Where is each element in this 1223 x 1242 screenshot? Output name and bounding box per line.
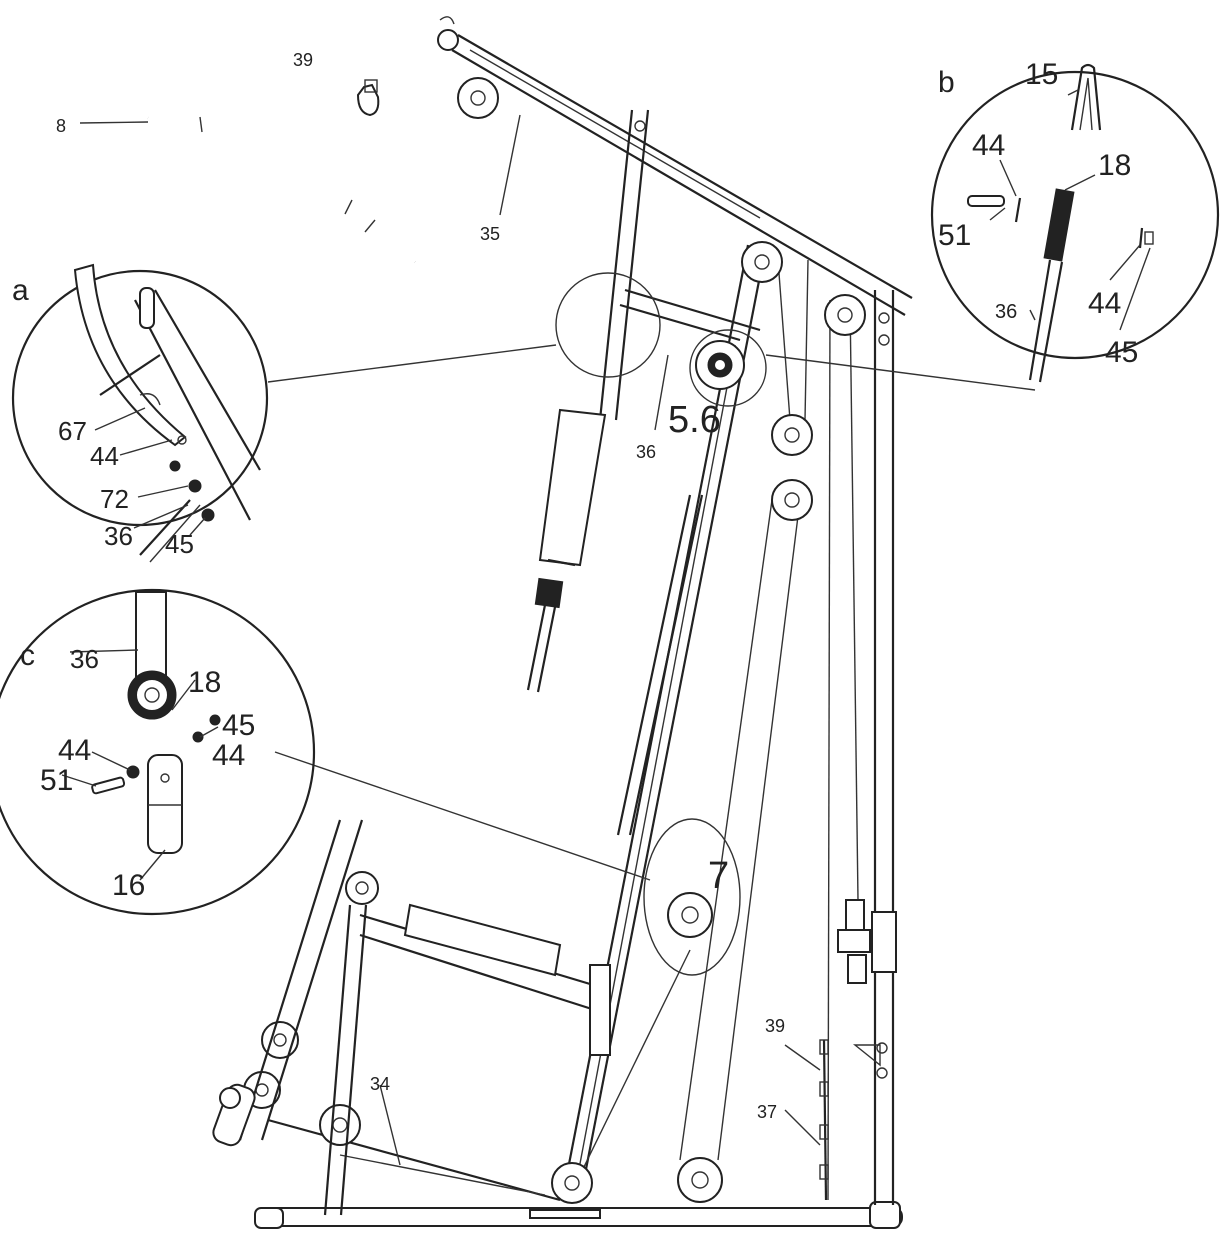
leg-frame — [212, 819, 611, 1216]
label-pulley-7: 7 — [708, 855, 729, 897]
top-boom — [437, 16, 913, 316]
clip-top — [356, 79, 380, 117]
detail-a-label-45: 45 — [165, 529, 194, 559]
pulleys — [243, 77, 866, 1204]
detail-c: c 36 18 45 44 44 51 16 — [0, 588, 316, 916]
pulley-right-top — [824, 294, 866, 336]
pulley-mid-2 — [771, 479, 813, 521]
detail-b: b 15 44 18 51 36 44 45 — [930, 58, 1220, 383]
label-cable-36: 36 — [636, 442, 656, 462]
detail-b-letter: b — [938, 66, 955, 99]
detail-c-label-16: 16 — [112, 869, 145, 902]
column-bracket — [837, 899, 871, 984]
label-cable-34: 34 — [370, 1074, 390, 1094]
detail-b-label-45: 45 — [1105, 336, 1138, 369]
label-clip-39: 39 — [765, 1016, 785, 1036]
detail-b-label-51: 51 — [938, 219, 971, 252]
main-labels: 8 39 35 36 5.6 7 34 39 37 — [56, 50, 785, 1122]
detail-a-label-44: 44 — [90, 441, 119, 471]
pulley-boom — [741, 241, 783, 283]
chain — [819, 1039, 829, 1201]
detail-a: a 67 44 72 36 45 — [11, 263, 269, 563]
pulley-bottom-left — [319, 1104, 361, 1146]
detail-c-letter: c — [20, 639, 35, 672]
detail-b-label-15: 15 — [1025, 58, 1058, 91]
detail-b-label-36: 36 — [995, 301, 1017, 323]
detail-c-label-36: 36 — [70, 644, 99, 674]
label-cable-35: 35 — [480, 224, 500, 244]
detail-b-label-18: 18 — [1098, 149, 1131, 182]
cables — [267, 259, 859, 1202]
label-handle-8: 8 — [56, 116, 66, 136]
right-column — [853, 290, 897, 1205]
detail-c-label-18: 18 — [188, 666, 221, 699]
pulley-leg-top — [345, 871, 379, 905]
zoom-circles — [267, 272, 1036, 976]
pulley-top-left — [457, 77, 499, 119]
detail-c-label-44-top: 44 — [58, 734, 91, 767]
detail-a-label-72: 72 — [100, 484, 129, 514]
gas-cylinder — [526, 408, 607, 693]
upper-arm — [598, 109, 650, 421]
label-chain-37: 37 — [757, 1102, 777, 1122]
detail-a-label-36: 36 — [104, 521, 133, 551]
handle-bar — [147, 113, 419, 266]
pulley-leg-1 — [261, 1021, 299, 1059]
label-clip-top-39: 39 — [293, 50, 313, 70]
detail-c-label-51: 51 — [40, 764, 73, 797]
detail-b-label-44-bottom: 44 — [1088, 287, 1121, 320]
detail-b-label-44-top: 44 — [972, 129, 1005, 162]
main-arm — [560, 244, 768, 1201]
pulley-mid-1 — [771, 414, 813, 456]
label-pulley-5-6: 5.6 — [668, 399, 721, 441]
detail-c-label-44-right: 44 — [212, 739, 245, 772]
leader-lines — [79, 114, 821, 1166]
detail-a-letter: a — [12, 274, 29, 307]
pulley-56 — [695, 340, 745, 390]
detail-a-label-67: 67 — [58, 416, 87, 446]
pulley-7 — [667, 892, 713, 938]
detail-c-label-45: 45 — [222, 709, 255, 742]
main-frame — [147, 16, 913, 1229]
pulley-bottom-center — [551, 1162, 593, 1204]
pulley-bottom-right — [677, 1157, 723, 1203]
